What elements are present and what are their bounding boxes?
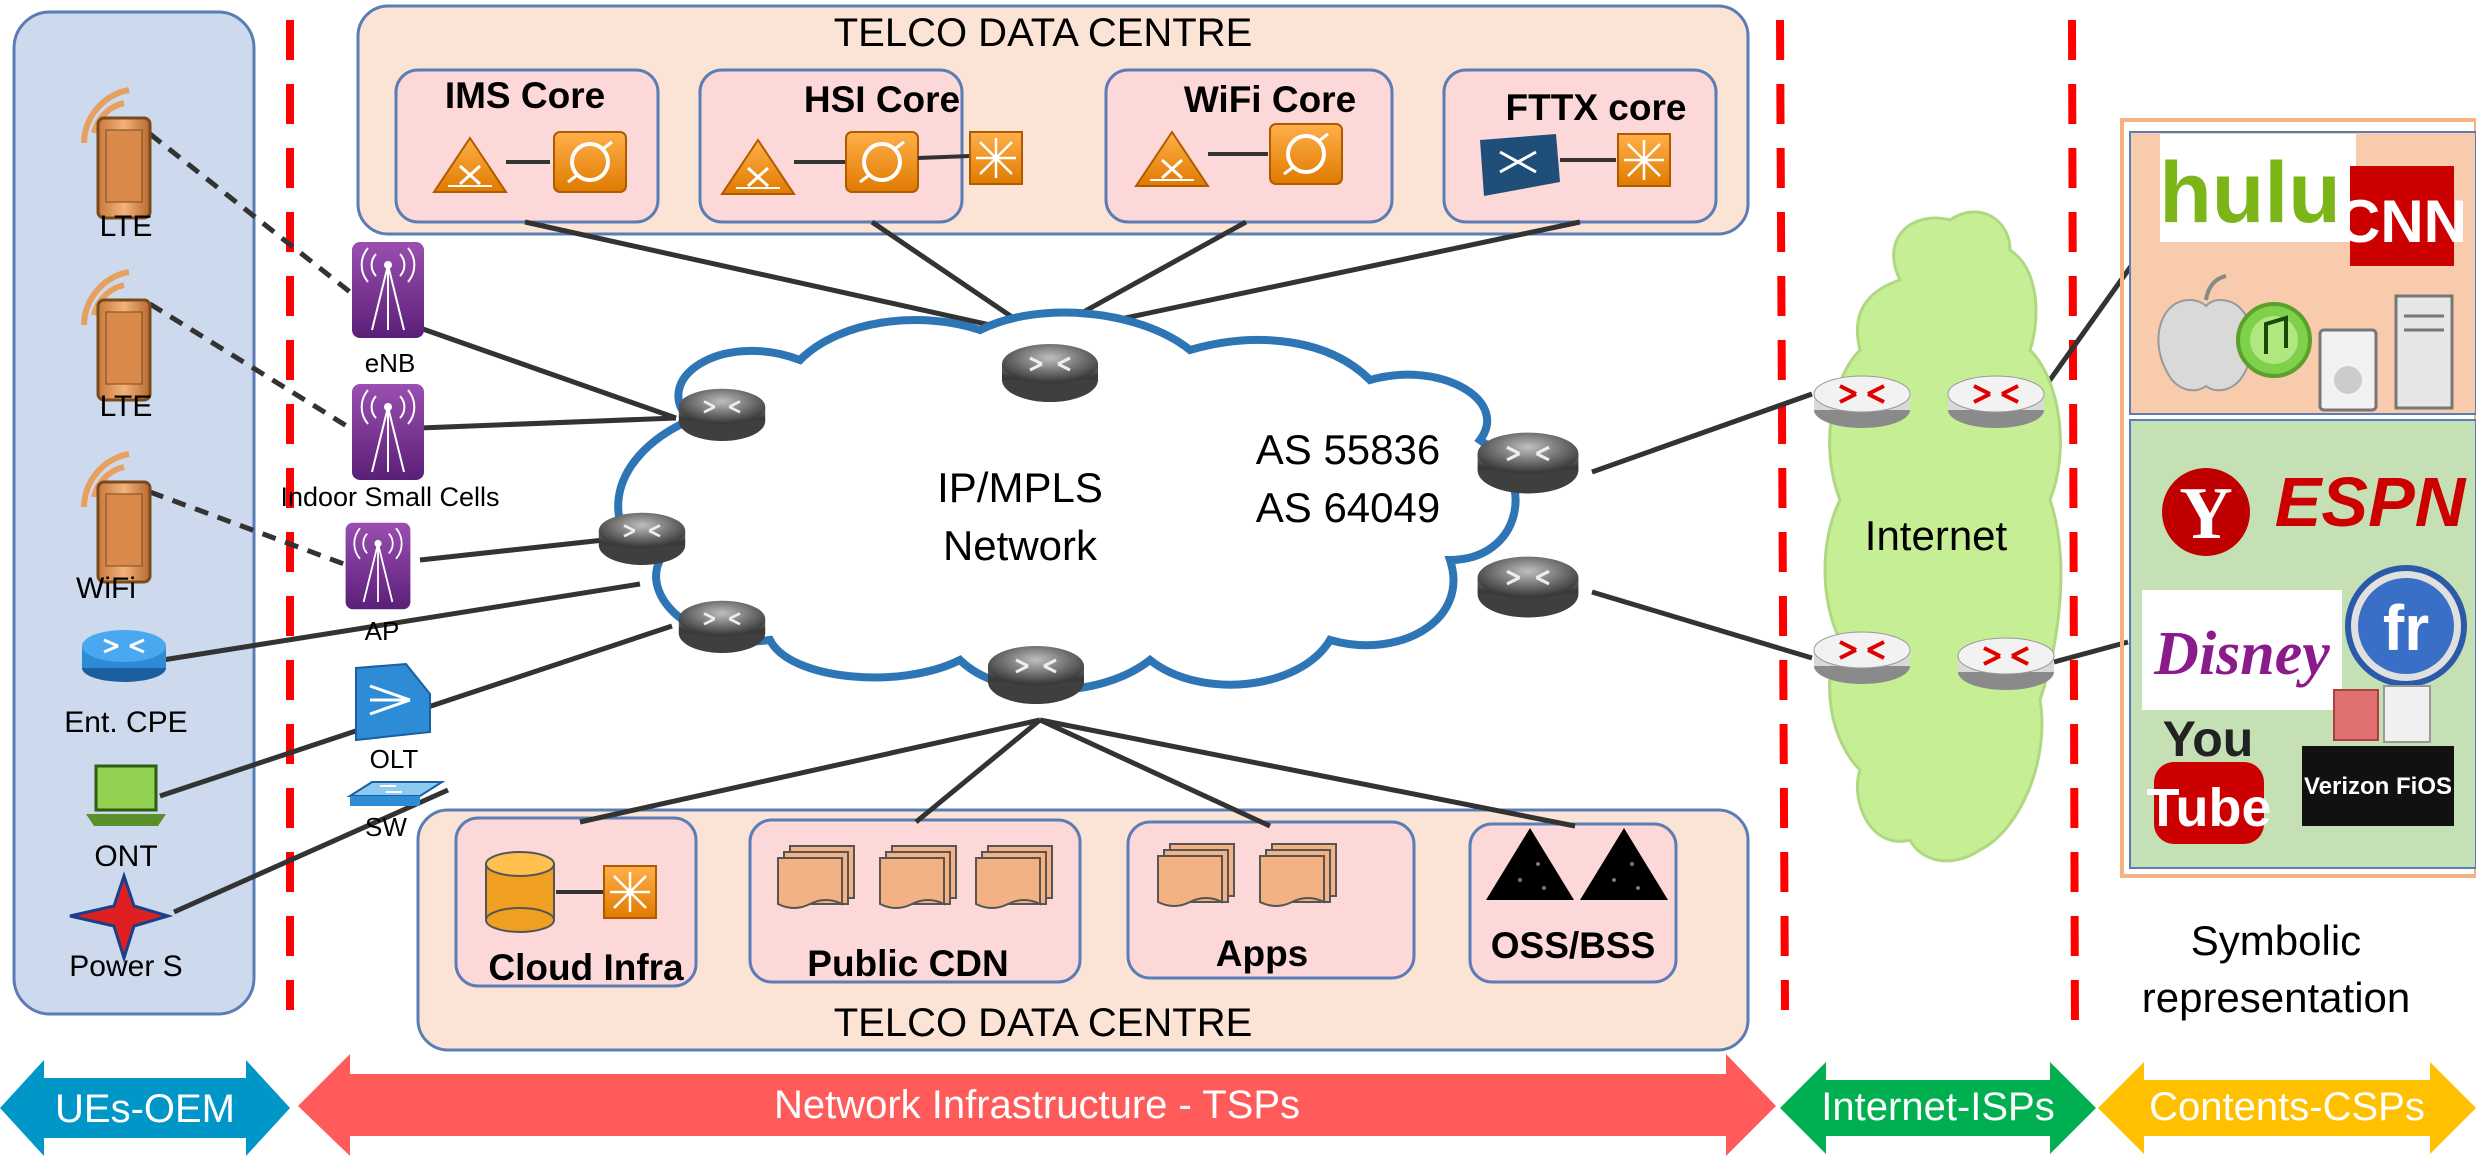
- content-stack-icon: [975, 845, 1053, 909]
- server-tower-icon: [2394, 294, 2454, 410]
- small-cell-icon: [351, 383, 425, 481]
- divider-network-isp: [1776, 19, 1789, 1011]
- fr-logo: fr: [2383, 592, 2429, 664]
- oss-bss-label: OSS/BSS: [1491, 925, 1656, 966]
- access-label-ap: AP: [365, 616, 400, 646]
- edge-router-icon: [677, 599, 767, 655]
- hsi-core-label: HSI Core: [804, 79, 960, 120]
- ue-label-wifi: WiFi: [76, 572, 136, 605]
- border-router-icon: [1476, 431, 1580, 496]
- wifi-core-label: WiFi Core: [1184, 79, 1356, 120]
- apple-logo-icon: [2157, 274, 2254, 392]
- ip-mpls-cloud: [614, 308, 1520, 694]
- ue-label-lte-1: LTE: [100, 210, 153, 243]
- ue-label-ent-cpe: Ent. CPE: [64, 706, 187, 739]
- enb-tower-icon: [351, 241, 425, 339]
- access-point-icon: [344, 521, 412, 611]
- database-icon: [485, 851, 555, 933]
- switch-icon: [602, 864, 658, 920]
- enterprise-cpe-icon: [82, 630, 166, 682]
- internet-label: Internet: [1865, 512, 2008, 559]
- switch-icon: [1616, 132, 1672, 188]
- session-controller-icon: [552, 130, 628, 194]
- youtube-tube-text: Tube: [2147, 778, 2272, 838]
- ue-label-ont: ONT: [94, 840, 157, 873]
- isp-router-icon: [1946, 374, 2046, 430]
- power-station-star-icon: [69, 871, 174, 964]
- youtube-logo-bg: [2154, 762, 2264, 844]
- arrow-contents-csps: [2098, 1062, 2476, 1154]
- itunes-logo-icon: [2236, 302, 2312, 378]
- app-stack-icon: [1157, 843, 1235, 907]
- verizon-fios-logo-bg: [2302, 746, 2454, 826]
- arrow-internet-isps-label: Internet-ISPs: [1821, 1085, 2054, 1129]
- arrow-network-tsps: [298, 1054, 1776, 1156]
- disney-logo: Disney: [2153, 620, 2330, 688]
- public-cdn-label: Public CDN: [807, 943, 1008, 984]
- ims-core-label: IMS Core: [445, 75, 605, 116]
- apps-label: Apps: [1216, 933, 1309, 974]
- connection-lines: [149, 219, 2137, 915]
- ip-mpls-label-line2: Network: [943, 522, 1098, 569]
- wireless-links: [148, 132, 352, 567]
- switch-icon: [968, 130, 1024, 186]
- core-router-icon: [986, 644, 1086, 706]
- arrow-ue-oem: [0, 1060, 290, 1156]
- content-stack-icon: [777, 845, 855, 909]
- ip-mpls-label-line1: IP/MPLS: [937, 464, 1103, 511]
- cnn-logo-bg: [2350, 166, 2454, 266]
- ipod-device-icon: [2318, 328, 2378, 412]
- cloud-infra-label: Cloud Infra: [488, 947, 684, 988]
- espn-logo: ESPN: [2275, 463, 2467, 541]
- symbolic-label-line2: representation: [2142, 974, 2411, 1021]
- as-number-line2: AS 64049: [1256, 484, 1441, 531]
- arrow-internet-isps: [1780, 1062, 2096, 1154]
- divider-isp-csp: [2068, 19, 2079, 1041]
- bottom-data-centre-title: TELCO DATA CENTRE: [834, 1001, 1253, 1045]
- svg-text:Y: Y: [2179, 473, 2232, 555]
- top-data-centre-title: TELCO DATA CENTRE: [834, 11, 1253, 55]
- session-controller-icon: [844, 130, 920, 194]
- symbolic-label-line1: Symbolic: [2191, 917, 2361, 964]
- ue-label-power-s: Power S: [69, 950, 182, 983]
- arrow-contents-csps-label: Contents-CSPs: [2149, 1085, 2425, 1129]
- edge-router-icon: [677, 387, 767, 443]
- access-label-small-cells: Indoor Small Cells: [280, 482, 499, 512]
- switch-sw-icon: [346, 781, 446, 806]
- edge-router-icon: [597, 511, 687, 567]
- optical-switch-icon: [1480, 134, 1560, 196]
- content-stack-icon: [879, 845, 957, 909]
- fttx-core-label: FTTX core: [1506, 87, 1687, 128]
- ue-label-lte-2: LTE: [100, 390, 153, 423]
- internet-cloud: [1823, 210, 2063, 863]
- app-stack-icon: [1259, 843, 1337, 907]
- arrow-ue-oem-label: UEs-OEM: [55, 1087, 235, 1131]
- hulu-logo: hulu: [2159, 145, 2341, 241]
- arrow-network-tsps-label: Network Infrastructure - TSPs: [774, 1083, 1300, 1127]
- olt-icon: [355, 662, 431, 742]
- csp-outer-frame: [2120, 118, 2476, 878]
- office-tower-icon: [2333, 685, 2431, 743]
- core-router-icon: [1000, 342, 1100, 404]
- fr-logo-icon: [2345, 565, 2467, 687]
- access-label-enb: eNB: [365, 348, 416, 378]
- youtube-you-text: You: [2163, 711, 2254, 767]
- as-number-line1: AS 55836: [1256, 426, 1441, 473]
- yahoo-logo-icon: Y: [2162, 468, 2250, 556]
- isp-router-icon: [1812, 630, 1912, 686]
- disney-logo-bg: [2142, 590, 2342, 710]
- hulu-logo-bg: [2160, 134, 2356, 242]
- cnn-logo: CNN: [2337, 188, 2467, 255]
- isp-router-icon: [1812, 374, 1912, 430]
- verizon-fios-logo: Verizon FiOS: [2304, 773, 2452, 800]
- isp-router-icon: [1956, 636, 2056, 692]
- border-router-icon: [1476, 555, 1580, 620]
- access-label-sw: SW: [365, 812, 407, 842]
- ont-laptop-icon: [86, 764, 166, 826]
- session-controller-icon: [1268, 122, 1344, 186]
- access-label-olt: OLT: [370, 744, 419, 774]
